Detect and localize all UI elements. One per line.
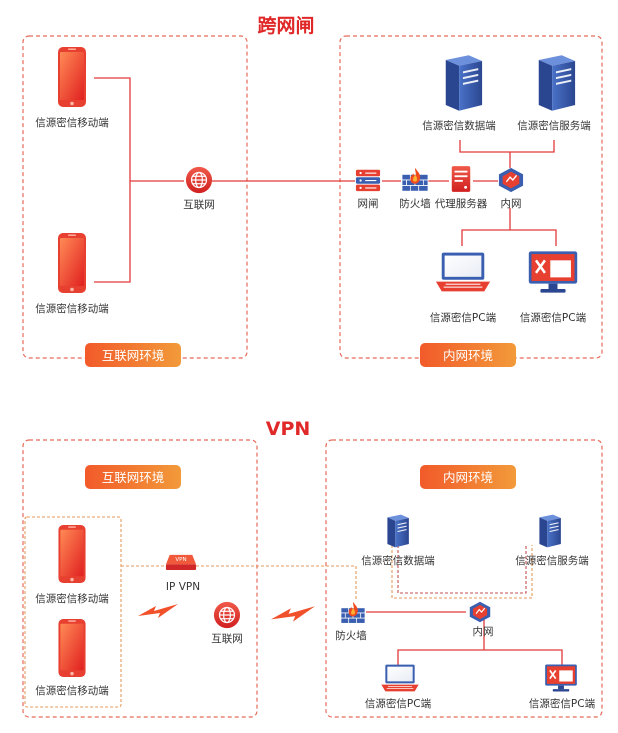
vpn-device-badge: VPN [175, 557, 186, 563]
server-icon [387, 514, 409, 548]
bottom-internet-label: 互联网 [211, 633, 243, 645]
bottom-intranet-zone-badge [420, 465, 516, 489]
bottom-pc-2-label: 信源密信PC端 [529, 697, 596, 710]
bottom-intranet-zone-label: 内网环境 [443, 470, 493, 485]
top-mobile-1-label: 信源密信移动端 [35, 116, 109, 129]
lightning-icon [271, 606, 315, 622]
bottom-ipvpn-label: IP VPN [166, 581, 200, 593]
mobile-phone-icon [58, 47, 86, 107]
desktop-pc-icon [544, 663, 578, 693]
bottom-section-title: VPN [266, 418, 311, 440]
bottom-mobile-2-label: 信源密信移动端 [35, 684, 109, 697]
bottom-service-server-label: 信源密信服务端 [515, 554, 589, 567]
laptop-icon [381, 664, 419, 692]
top-proxy-label: 代理服务器 [435, 197, 488, 210]
bottom-internet-zone [22, 439, 258, 718]
top-service-server-label: 信源密信服务端 [517, 119, 591, 132]
server-icon [539, 514, 561, 548]
bottom-intranet-label: 内网 [473, 625, 494, 638]
top-intranet-zone-label: 内网环境 [443, 348, 493, 363]
bottom-internet-zone-badge [85, 465, 181, 489]
router-icon [498, 167, 524, 193]
top-data-server-label: 信源密信数据端 [422, 119, 496, 132]
laptop-icon [435, 252, 491, 292]
lightning-icon [138, 604, 178, 618]
bottom-pc-1-label: 信源密信PC端 [365, 697, 432, 710]
bottom-internet-zone-label: 互联网环境 [102, 470, 165, 485]
top-mobile-2-label: 信源密信移动端 [35, 302, 109, 315]
gateway-icon [355, 169, 381, 192]
mobile-phone-icon [58, 618, 86, 678]
bottom-intranet-zone [325, 439, 603, 718]
top-firewall-label: 防火墙 [399, 197, 431, 210]
top-internet-label: 互联网 [183, 199, 215, 211]
router-icon [469, 601, 491, 623]
bottom-vpn-tunnel-lines [121, 545, 533, 600]
server-icon [445, 55, 483, 111]
top-intranet-label: 内网 [501, 197, 522, 210]
bottom-data-server-label: 信源密信数据端 [361, 554, 435, 567]
top-internet-zone-label: 互联网环境 [102, 348, 165, 363]
firewall-icon [401, 167, 429, 192]
mobile-phone-icon [58, 233, 86, 293]
mobile-phone-icon [58, 524, 86, 584]
bottom-connection-lines [366, 611, 563, 670]
globe-icon [185, 166, 213, 194]
top-internet-zone-badge [85, 343, 181, 367]
top-gateway-label: 网闸 [358, 197, 379, 210]
server-icon [538, 55, 576, 111]
top-intranet-zone-badge [420, 343, 516, 367]
top-section-title: 跨网闸 [257, 15, 314, 37]
bottom-mobile-group [24, 516, 122, 708]
bottom-firewall-label: 防火墙 [335, 629, 367, 642]
top-pc-2-label: 信源密信PC端 [520, 311, 587, 324]
proxy-server-icon [451, 166, 471, 192]
bottom-mobile-1-label: 信源密信移动端 [35, 592, 109, 605]
desktop-pc-icon [527, 250, 579, 294]
firewall-icon [340, 601, 366, 624]
top-connection-lines [94, 77, 557, 283]
top-pc-1-label: 信源密信PC端 [430, 311, 497, 324]
globe-icon [213, 601, 241, 629]
